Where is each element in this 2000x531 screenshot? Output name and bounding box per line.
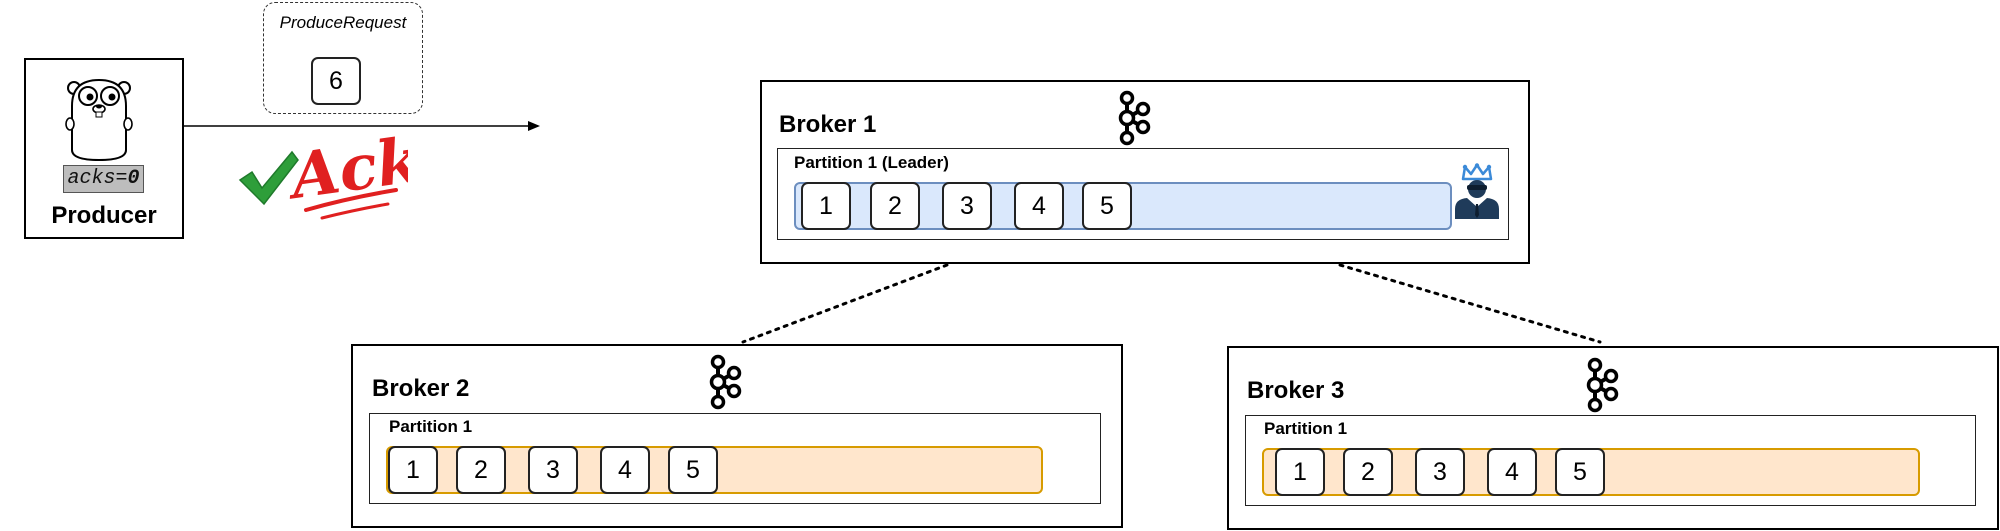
kafka-icon [709,354,742,410]
acks-config-badge: acks=0 [63,165,144,193]
broker-1-partition-title: Partition 1 (Leader) [794,153,949,172]
broker-3-message-1: 1 [1275,448,1325,496]
acks-prefix: acks= [67,167,128,190]
broker-3-message-4: 4 [1487,448,1537,496]
broker-3-partition-title: Partition 1 [1264,419,1348,438]
kafka-icon [1118,90,1151,146]
producer-label: Producer [51,202,157,229]
broker-2-message-4: 4 [600,446,650,494]
broker-1-message-4: 4 [1014,182,1064,230]
request-message: 6 [311,57,361,105]
broker-3-message-2: 2 [1343,448,1393,496]
replication-line-broker-2 [741,263,949,344]
kafka-icon [1586,357,1619,413]
produce-request-label: ProduceRequest [279,13,407,32]
acks-value: 0 [127,167,140,190]
broker-2-title: Broker 2 [372,375,470,402]
gopher-icon [65,78,133,162]
broker-1-message-5: 5 [1082,182,1132,230]
broker-3-message-3: 3 [1415,448,1465,496]
broker-2-message-2: 2 [456,446,506,494]
broker-3-message-5: 5 [1555,448,1605,496]
broker-1-message-2: 2 [870,182,920,230]
broker-1-message-3: 3 [942,182,992,230]
leader-crown-icon [1455,163,1499,219]
broker-2-message-1: 1 [388,446,438,494]
ack-checkmark-icon [238,150,299,206]
broker-2-message-3: 3 [528,446,578,494]
broker-2-partition-title: Partition 1 [389,417,473,436]
broker-3-title: Broker 3 [1247,377,1345,404]
broker-2-message-5: 5 [668,446,718,494]
broker-1-message-1: 1 [801,182,851,230]
ack-stamp: Ack [288,126,408,220]
broker-1-title: Broker 1 [779,111,877,138]
replication-line-broker-3 [1338,263,1602,344]
